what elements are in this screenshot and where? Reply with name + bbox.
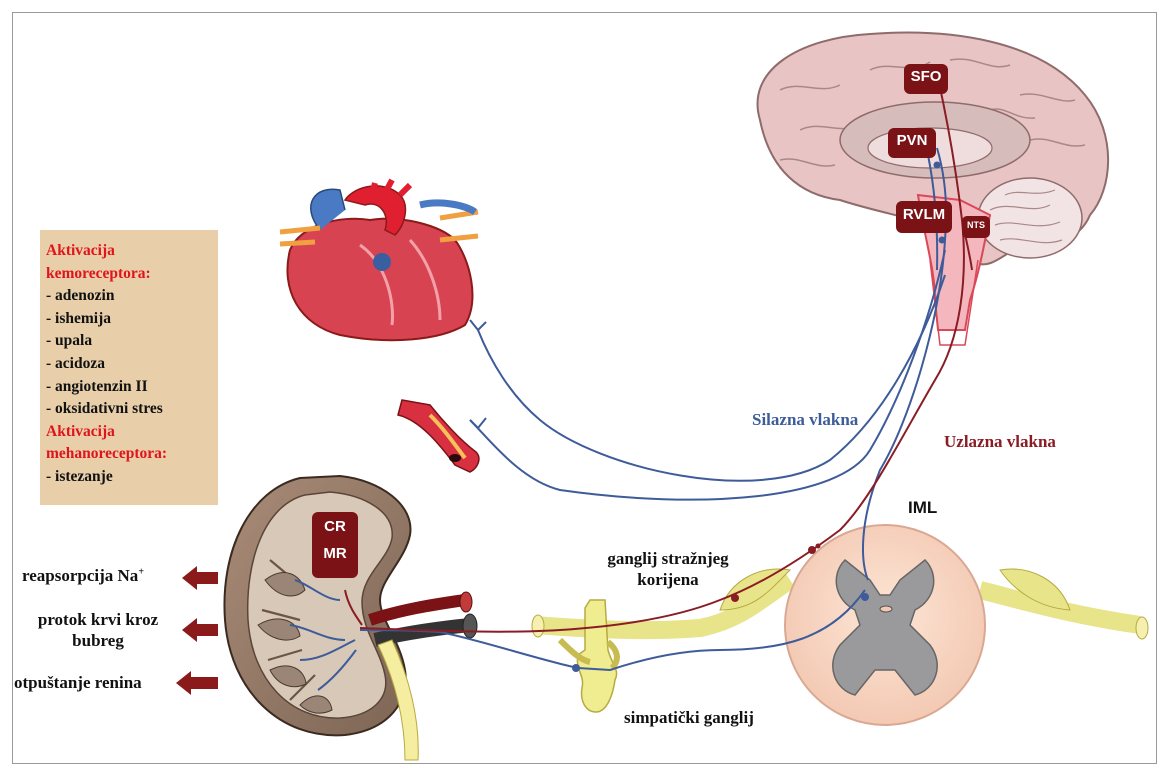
info-line: Aktivacija	[46, 240, 212, 263]
sympathetic-ganglion-shape	[560, 600, 617, 712]
info-line: - angiotenzin II	[46, 376, 212, 399]
label-blood-flow-line2: bubreg	[14, 630, 182, 651]
label-blood-flow: protok krvi kroz bubreg	[14, 609, 182, 651]
label-reabsorption: reapsorpcija Na+	[22, 566, 144, 586]
label-renin: otpuštanje renina	[14, 673, 142, 693]
info-line: - oksidativni stres	[46, 398, 212, 421]
label-rvlm: RVLM	[896, 206, 952, 223]
label-dorsal-root-ganglion: ganglij stražnjeg korijena	[578, 548, 758, 590]
info-line: - acidoza	[46, 353, 212, 376]
label-mr: MR	[312, 545, 358, 562]
arrow-reabsorption	[182, 566, 218, 590]
label-sympathetic-ganglion: simpatički ganglij	[624, 708, 754, 728]
info-line: kemoreceptora:	[46, 263, 212, 286]
label-nts: NTS	[962, 220, 990, 230]
info-line: - ishemija	[46, 308, 212, 331]
info-line: - upala	[46, 330, 212, 353]
label-descending-fibers: Silazna vlakna	[752, 410, 858, 430]
label-pvn: PVN	[888, 132, 936, 149]
label-dorsal-root-ganglion-line1: ganglij stražnjeg	[578, 548, 758, 569]
info-line: - istezanje	[46, 466, 212, 489]
label-cr: CR	[312, 518, 358, 535]
arrow-blood-flow	[182, 618, 218, 642]
info-line: mehanoreceptora:	[46, 443, 212, 466]
receptor-activation-box: Aktivacija kemoreceptora: - adenozin - i…	[40, 230, 218, 505]
blood-vessel	[398, 400, 479, 472]
heart	[280, 180, 478, 340]
label-sfo: SFO	[904, 68, 948, 85]
label-ascending-fibers: Uzlazna vlakna	[944, 432, 1056, 452]
info-line: Aktivacija	[46, 421, 212, 444]
label-iml: IML	[908, 498, 937, 518]
label-reabsorption-text: reapsorpcija Na	[22, 566, 138, 585]
label-dorsal-root-ganglion-line2: korijena	[578, 569, 758, 590]
effect-arrows	[176, 566, 218, 695]
info-line: - adenozin	[46, 285, 212, 308]
label-reabsorption-sup: +	[138, 566, 144, 577]
label-blood-flow-line1: protok krvi kroz	[14, 609, 182, 630]
arrow-renin	[176, 671, 218, 695]
